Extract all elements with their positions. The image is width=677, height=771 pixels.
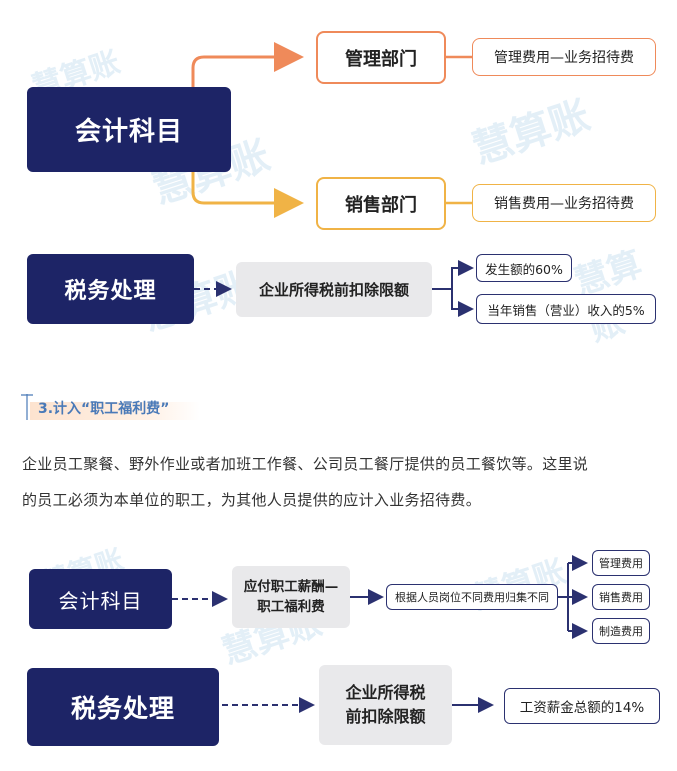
tax-treatment-box: 税务处理 [27, 254, 194, 324]
sales-expense-label: 销售费用—业务招待费 [494, 196, 634, 212]
limit-5-box: 当年销售（营业）收入的5% [476, 294, 656, 324]
deduction-limit-label: 企业所得税前扣除限额 [258, 281, 409, 299]
deduction-limit-box: 企业所得税前扣除限额 [236, 262, 432, 317]
wage-limit-box: 工资薪金总额的14% [504, 688, 660, 724]
accounting-subject-label: 会计科目 [74, 117, 183, 147]
management-dept-box: 管理部门 [316, 31, 446, 84]
deduction-limit-box-2: 企业所得税 前扣除限额 [319, 665, 452, 745]
sales-dept-label: 销售部门 [345, 194, 417, 216]
deduction-limit-line-2: 前扣除限额 [345, 707, 426, 726]
payable-welfare-line-2: 职工福利费 [257, 599, 325, 615]
management-expense-box: 管理费用—业务招待费 [472, 38, 656, 76]
management-dept-label: 管理部门 [345, 48, 417, 70]
out-manufacture-box: 制造费用 [592, 618, 650, 644]
out-sales-label: 销售费用 [599, 591, 643, 604]
out-management-box: 管理费用 [592, 550, 650, 576]
limit-5-label: 当年销售（营业）收入的5% [487, 302, 645, 318]
payable-welfare-line-1: 应付职工薪酬— [243, 579, 339, 595]
limit-60-label: 发生额的60% [485, 261, 563, 277]
tax-treatment-box-2: 税务处理 [27, 668, 219, 746]
payable-welfare-box: 应付职工薪酬— 职工福利费 [232, 566, 350, 628]
out-manufacture-label: 制造费用 [599, 625, 643, 638]
wage-limit-label: 工资薪金总额的14% [519, 700, 645, 716]
tax-treatment-label-2: 税务处理 [70, 694, 175, 723]
paragraph-line-2: 的员工必须为本单位的职工，为其他人员提供的应计入业务招待费。 [22, 491, 482, 509]
limit-60-box: 发生额的60% [476, 254, 572, 282]
sales-dept-box: 销售部门 [316, 177, 446, 230]
management-expense-label: 管理费用—业务招待费 [494, 50, 634, 66]
collect-note-box: 根据人员岗位不同费用归集不同 [386, 584, 558, 610]
out-management-label: 管理费用 [599, 557, 643, 570]
accounting-subject-box-2: 会计科目 [29, 569, 172, 629]
sales-expense-box: 销售费用—业务招待费 [472, 184, 656, 222]
accounting-subject-box: 会计科目 [27, 87, 231, 172]
out-sales-box: 销售费用 [592, 584, 650, 610]
deduction-limit-line-1: 企业所得税 [345, 683, 426, 702]
accounting-subject-label-2: 会计科目 [58, 588, 143, 613]
collect-note-label: 根据人员岗位不同费用归集不同 [395, 591, 549, 604]
tax-treatment-label: 税务处理 [64, 279, 157, 304]
paragraph-line-1: 企业员工聚餐、野外作业或者加班工作餐、公司员工餐厅提供的员工餐饮等。这里说 [22, 455, 589, 473]
heading-highlight [30, 402, 200, 420]
section-heading: 3.计入“职工福利费” [38, 401, 170, 417]
